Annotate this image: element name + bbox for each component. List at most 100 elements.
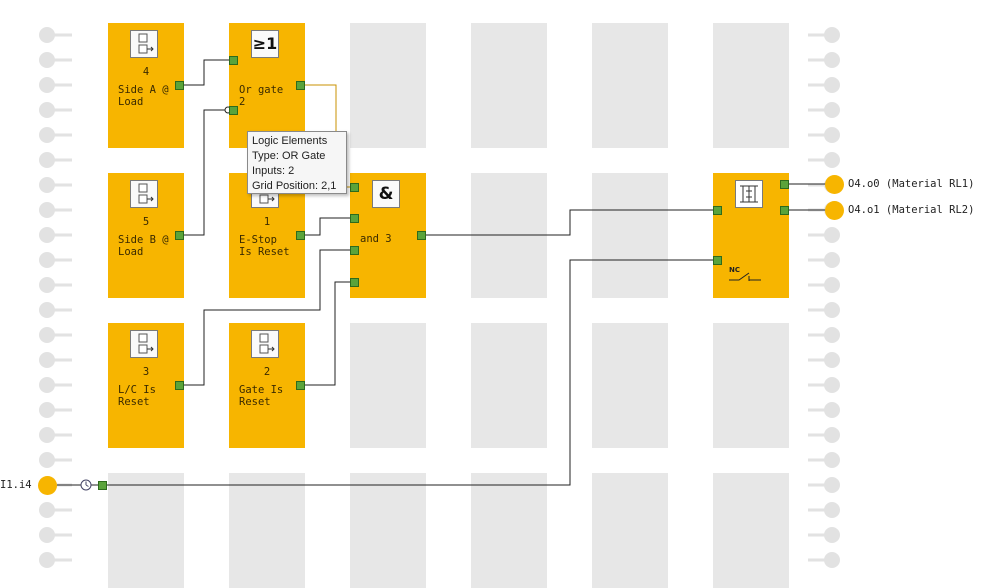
block-label: and 3 <box>360 233 392 245</box>
input-pin-slot[interactable] <box>38 126 74 144</box>
output-pin-slot[interactable] <box>806 326 842 344</box>
grid-cell <box>592 473 668 588</box>
block-label: Or gate 2 <box>239 84 284 108</box>
input-pin-slot[interactable] <box>38 426 74 444</box>
output-pin-slot[interactable] <box>806 251 842 269</box>
input-port-1[interactable] <box>350 183 359 192</box>
output-pin-slot[interactable] <box>806 526 842 544</box>
input-pin-slot[interactable] <box>38 351 74 369</box>
block-label: Side A @ Load <box>118 84 169 108</box>
output-pin-slot[interactable] <box>806 51 842 69</box>
input-i4-port[interactable] <box>98 481 107 490</box>
output-label-o0: O4.o0 (Material RL1) <box>848 178 975 190</box>
tooltip-type: Type: OR Gate <box>252 150 326 162</box>
delay-clock-icon <box>80 479 92 491</box>
input-port-2[interactable] <box>713 256 722 265</box>
and-gate-symbol-icon: & <box>372 180 400 208</box>
output-relay-icon <box>735 180 763 208</box>
output-pin-slot[interactable] <box>806 151 842 169</box>
block-number: 2 <box>263 366 271 378</box>
output-pin-slot[interactable] <box>806 476 842 494</box>
output-pin-slot[interactable] <box>806 276 842 294</box>
input-port-1[interactable] <box>229 56 238 65</box>
output-pin-slot[interactable] <box>806 501 842 519</box>
grid-cell <box>471 23 547 148</box>
output-port-1[interactable] <box>780 180 789 189</box>
input-pin-slot[interactable] <box>38 151 74 169</box>
output-pin-slot[interactable] <box>806 301 842 319</box>
output-pin-slot[interactable] <box>806 451 842 469</box>
input-port-2[interactable] <box>350 214 359 223</box>
input-pin-slot[interactable] <box>38 201 74 219</box>
output-pin-slot[interactable] <box>806 351 842 369</box>
input-pin-slot[interactable] <box>38 551 74 569</box>
block-side-b-load[interactable]: 5 Side B @ Load <box>108 173 184 298</box>
output-port[interactable] <box>175 231 184 240</box>
input-pin-slot[interactable] <box>38 76 74 94</box>
input-pin-slot[interactable] <box>38 276 74 294</box>
grid-cell <box>471 473 547 588</box>
grid-cell <box>592 323 668 448</box>
input-pin-slot[interactable] <box>38 26 74 44</box>
input-pin-slot[interactable] <box>38 51 74 69</box>
input-pin-slot[interactable] <box>38 451 74 469</box>
input-pin-slot[interactable] <box>38 526 74 544</box>
output-pin-slot[interactable] <box>806 26 842 44</box>
input-pin-slot[interactable] <box>38 401 74 419</box>
input-port-3[interactable] <box>350 246 359 255</box>
grid-cell <box>713 323 789 448</box>
input-port-1[interactable] <box>713 206 722 215</box>
input-pin-slot[interactable] <box>38 101 74 119</box>
wire-and-output <box>426 209 718 236</box>
block-label: Gate Is Reset <box>239 384 284 408</box>
block-and-gate[interactable]: & and 3 <box>350 173 426 298</box>
wire-sidea-or <box>183 59 234 86</box>
output-port[interactable] <box>296 381 305 390</box>
output-terminal-o0[interactable] <box>825 175 844 194</box>
output-pin-slot[interactable] <box>806 426 842 444</box>
input-terminal-i4[interactable] <box>38 476 57 495</box>
block-or-gate[interactable]: ≥1 Or gate 2 <box>229 23 305 148</box>
tooltip-title: Logic Elements <box>252 135 328 147</box>
output-pin-slot[interactable] <box>806 76 842 94</box>
tooltip-inputs: Inputs: 2 <box>252 165 295 177</box>
block-number: 4 <box>142 66 150 78</box>
input-element-icon <box>251 330 279 358</box>
block-side-a-load[interactable]: 4 Side A @ Load <box>108 23 184 148</box>
input-pin-slot[interactable] <box>38 326 74 344</box>
output-pin-slot[interactable] <box>806 376 842 394</box>
output-terminal-o1[interactable] <box>825 201 844 220</box>
input-pin-slot[interactable] <box>38 376 74 394</box>
output-port[interactable] <box>296 231 305 240</box>
output-pin-slot[interactable] <box>806 401 842 419</box>
output-port[interactable] <box>296 81 305 90</box>
block-number: 5 <box>142 216 150 228</box>
block-label: Side B @ Load <box>118 234 169 258</box>
block-output-module[interactable]: NC <box>713 173 789 298</box>
output-pin-slot[interactable] <box>806 101 842 119</box>
output-port[interactable] <box>417 231 426 240</box>
output-pin-slot[interactable] <box>806 126 842 144</box>
input-pin-slot[interactable] <box>38 501 74 519</box>
output-port-2[interactable] <box>780 206 789 215</box>
wire-lc-and <box>183 249 354 386</box>
output-pin-slot[interactable] <box>806 226 842 244</box>
input-port-4[interactable] <box>350 278 359 287</box>
output-port[interactable] <box>175 81 184 90</box>
block-gate-is-reset[interactable]: 2 Gate Is Reset <box>229 323 305 448</box>
grid-cell <box>229 473 305 588</box>
output-pin-slot[interactable] <box>806 551 842 569</box>
grid-cell <box>713 473 789 588</box>
element-tooltip: Logic Elements Type: OR Gate Inputs: 2 G… <box>247 131 347 194</box>
input-pin-slot[interactable] <box>38 301 74 319</box>
input-element-icon <box>130 180 158 208</box>
block-lc-is-reset[interactable]: 3 L/C Is Reset <box>108 323 184 448</box>
grid-cell <box>350 323 426 448</box>
input-pin-slot[interactable] <box>38 226 74 244</box>
input-pin-slot[interactable] <box>38 251 74 269</box>
input-port-2[interactable] <box>229 106 238 115</box>
input-pin-slot[interactable] <box>38 176 74 194</box>
output-port[interactable] <box>175 381 184 390</box>
